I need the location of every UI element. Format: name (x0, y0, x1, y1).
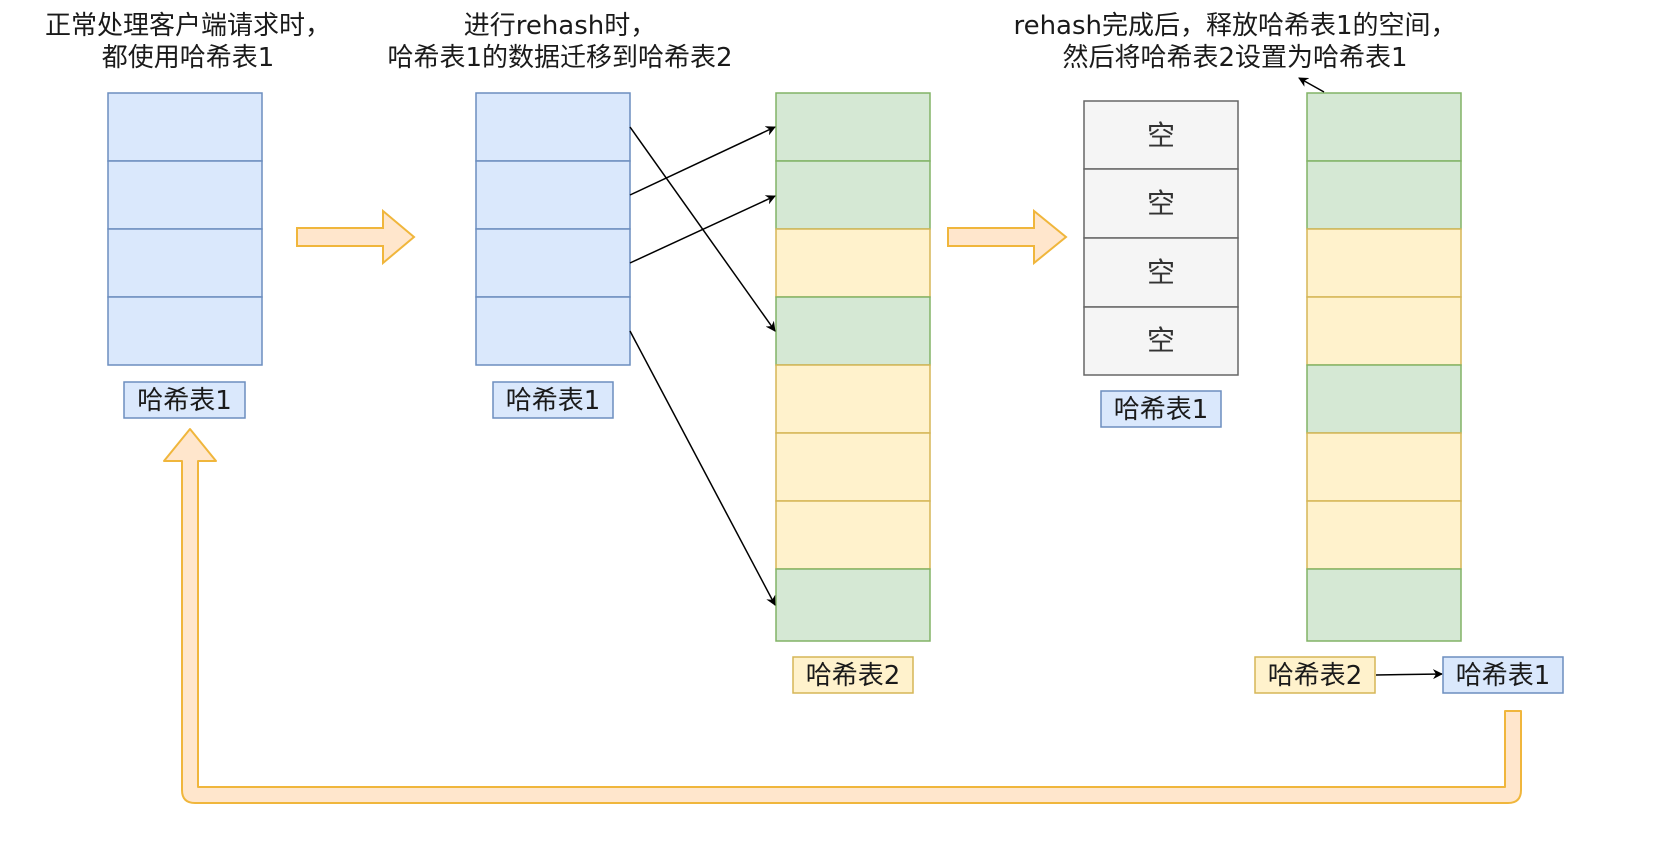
hash-table-2-stage2 (775, 92, 931, 642)
caption-stage1-line2: 都使用哈希表1 (102, 43, 275, 73)
ht1-stage2-cell-1 (475, 92, 631, 162)
migrate-arrow-3 (629, 195, 776, 264)
label-ht1-stage3-text: 哈希表1 (1114, 395, 1209, 425)
migrate-arrow-4 (629, 330, 776, 606)
ht2-stage2-cell-3 (775, 228, 931, 298)
label-ht1-stage1-text: 哈希表1 (137, 386, 232, 416)
label-ht1-stage2-text: 哈希表1 (506, 386, 601, 416)
ht2-stage3-cell-8 (1306, 568, 1462, 642)
caption-stage3-line1: rehash完成后，释放哈希表1的空间， (1013, 11, 1456, 41)
hash-table-1-stage1 (107, 92, 263, 366)
ht1-stage1-cell-4 (107, 296, 263, 366)
ht2-stage3-cell-1 (1306, 92, 1462, 162)
caption-stage3-line2: 然后将哈希表2设置为哈希表1 (1062, 43, 1407, 73)
empty-cell-1 (1083, 100, 1239, 170)
caption-stage2-line1: 进行rehash时， (464, 11, 657, 41)
label-ht2-stage3: 哈希表2 (1254, 656, 1376, 694)
empty-cell-4 (1083, 306, 1239, 376)
ht2-stage2-cell-4 (775, 296, 931, 366)
ht1-stage2-cell-4 (475, 296, 631, 366)
label-new-ht1: 哈希表1 (1442, 656, 1564, 694)
ht2-stage2-cell-8 (775, 568, 931, 642)
label-ht1-stage1: 哈希表1 (123, 381, 246, 419)
ht2-stage3-cell-7 (1306, 500, 1462, 570)
migrate-arrow-2 (629, 126, 776, 196)
empty-cell-4-text: 空 (1147, 324, 1175, 357)
empty-cell-3 (1083, 237, 1239, 308)
rename-arrow (1375, 669, 1443, 680)
hash-table-1-stage2 (475, 92, 631, 366)
caption-stage2-line2: 哈希表1的数据迁移到哈希表2 (387, 43, 732, 73)
empty-cell-1-text: 空 (1147, 119, 1175, 152)
empty-cell-2-text: 空 (1147, 187, 1175, 220)
hash-table-1-stage3: 空 空 空 空 (1083, 100, 1239, 376)
loop-back-arrow (163, 428, 1522, 804)
ht2-stage3-cell-5 (1306, 364, 1462, 434)
ht1-stage1-cell-1 (107, 92, 263, 162)
ht2-stage3-cell-2 (1306, 160, 1462, 230)
caption-pointer-arrow (1298, 77, 1325, 93)
ht1-stage2-cell-3 (475, 228, 631, 298)
ht2-stage2-cell-2 (775, 160, 931, 230)
label-ht1-stage2: 哈希表1 (492, 381, 614, 419)
label-ht2-stage2-text: 哈希表2 (806, 661, 901, 691)
ht2-stage3-cell-6 (1306, 432, 1462, 502)
hash-table-2-stage3 (1306, 92, 1462, 642)
ht1-stage1-cell-2 (107, 160, 263, 230)
ht2-stage2-cell-6 (775, 432, 931, 502)
label-ht2-stage2: 哈希表2 (792, 656, 914, 694)
ht2-stage3-cell-3 (1306, 228, 1462, 298)
ht1-stage2-cell-2 (475, 160, 631, 230)
caption-stage1-line1: 正常处理客户端请求时， (45, 11, 331, 41)
ht2-stage3-cell-4 (1306, 296, 1462, 366)
label-ht1-stage3: 哈希表1 (1100, 390, 1222, 428)
ht2-stage2-cell-1 (775, 92, 931, 162)
empty-cell-3-text: 空 (1147, 256, 1175, 289)
block-arrow-stage2-to-stage3 (947, 208, 1068, 266)
ht1-stage1-cell-3 (107, 228, 263, 298)
ht2-stage2-cell-7 (775, 500, 931, 570)
label-new-ht1-text: 哈希表1 (1456, 661, 1551, 691)
empty-cell-2 (1083, 168, 1239, 239)
block-arrow-stage1-to-stage2 (296, 208, 416, 266)
ht2-stage2-cell-5 (775, 364, 931, 434)
label-ht2-stage3-text: 哈希表2 (1268, 661, 1363, 691)
